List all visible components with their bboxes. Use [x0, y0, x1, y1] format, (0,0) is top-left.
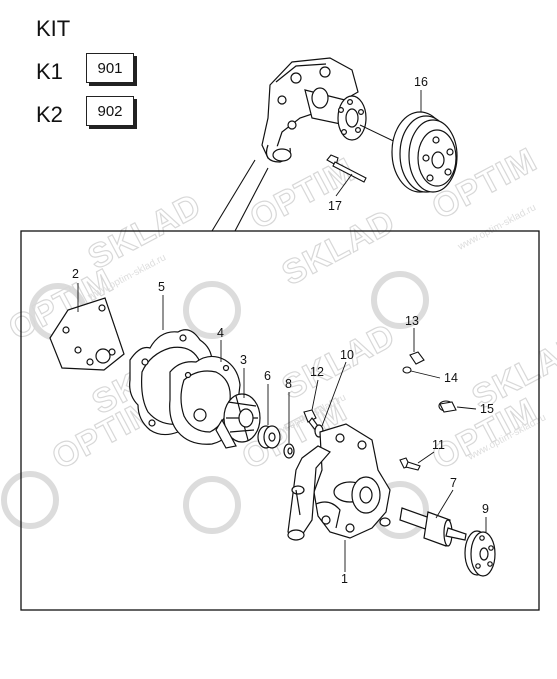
part-6-seal[interactable] [257, 425, 281, 449]
kit-k1-code-box[interactable]: 901 [86, 53, 134, 83]
callout-4: 4 [217, 326, 224, 340]
kit-k2-code-box[interactable]: 902 [86, 96, 134, 126]
kit-k2-label: K2 [36, 102, 63, 127]
detail-frame [20, 230, 540, 611]
part-13-plug[interactable] [409, 351, 425, 365]
callout-6: 6 [264, 369, 271, 383]
kit-k1-label: K1 [36, 59, 63, 84]
part-3-impeller[interactable] [215, 393, 261, 449]
part-15-fitting[interactable] [438, 400, 457, 413]
callout-7: 7 [450, 476, 457, 490]
part-8-ring[interactable] [283, 443, 295, 459]
part-9-hub-flange[interactable] [464, 530, 496, 577]
callout-15: 15 [480, 402, 494, 416]
callout-16: 16 [414, 75, 428, 89]
part-14-washer[interactable] [402, 366, 412, 374]
part-1-pump-housing[interactable] [287, 423, 391, 541]
callout-17: 17 [328, 199, 342, 213]
callout-13: 13 [405, 314, 419, 328]
callout-11: 11 [432, 438, 445, 452]
callout-1: 1 [341, 572, 348, 586]
callout-14: 14 [444, 371, 458, 385]
zoom-leader-left [211, 159, 256, 232]
callout-8: 8 [285, 377, 292, 391]
kit-title: KIT [36, 16, 71, 41]
callout-2: 2 [72, 267, 79, 281]
callout-9: 9 [482, 502, 489, 516]
callout-10: 10 [340, 348, 354, 362]
callout-5: 5 [158, 280, 165, 294]
pump-assembly-overview[interactable] [261, 57, 367, 163]
callout-3: 3 [240, 353, 247, 367]
bolt-17[interactable] [326, 154, 367, 183]
zoom-leader-right [234, 167, 269, 232]
part-11-bolt[interactable] [399, 457, 421, 471]
pulley[interactable] [391, 111, 458, 193]
callout-12: 12 [310, 365, 324, 379]
part-7-shaft-bearing[interactable] [399, 507, 467, 547]
part-2-cover-plate[interactable] [49, 297, 125, 371]
